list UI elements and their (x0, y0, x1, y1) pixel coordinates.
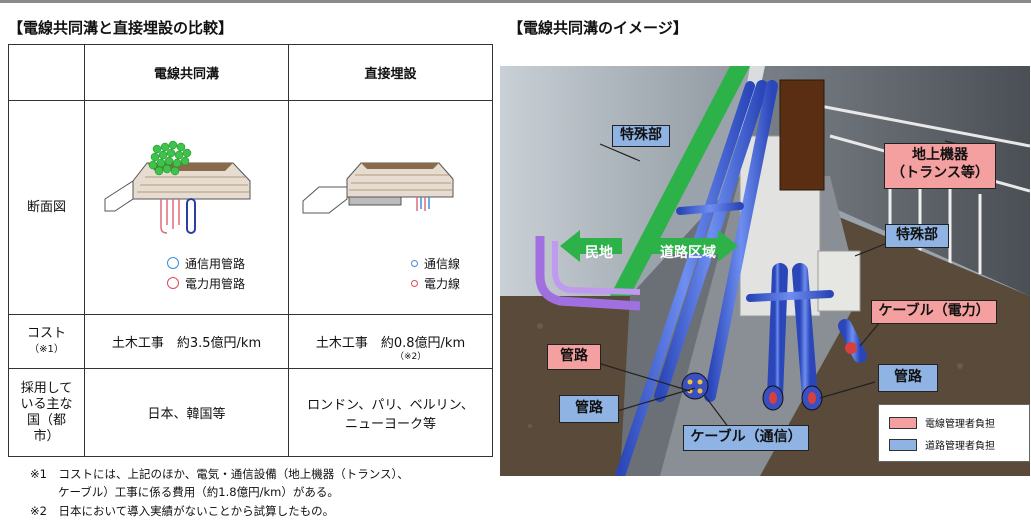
label-cable-power: ケーブル（電力） (871, 300, 997, 324)
cost-chokusetsu-cell: 土木工事 約0.8億円/km （※2） (288, 314, 493, 369)
row-header-adopt: 採用して いる主な 国（都 市） (8, 368, 85, 457)
label-doro-kuiki: 道路区域 (660, 245, 716, 261)
label-minchi: 民地 (585, 245, 613, 261)
footnote-1b: ケーブル）工事に係る費用（約1.8億円/km）がある。 (58, 485, 339, 499)
col-header-chokusetsu: 直接埋設 (288, 44, 493, 101)
adopt-chokusetsu: ロンドン、パリ、ベルリン、 ニューヨーク等 (288, 368, 493, 457)
row-header-cost: コスト （※1） (8, 314, 85, 369)
blue-circle-icon (167, 257, 179, 269)
legend-comm-line: 通信線 (411, 255, 460, 272)
label-cable-comm: ケーブル（通信） (683, 425, 809, 451)
legend-power-line: 電力線 (411, 275, 460, 292)
corner-cell (8, 44, 85, 101)
label-kanro-3: 管路 (878, 364, 938, 392)
label-chijo-kiki: 地上機器 （トランス等） (884, 143, 996, 189)
red-circle-icon (167, 277, 179, 289)
image-title: 【電線共同溝のイメージ】 (508, 19, 688, 37)
legend-row-denchu: 電線管理者負担 (889, 415, 995, 430)
cost-kyodo: 土木工事 約3.5億円/km (84, 314, 289, 369)
pink-swatch-icon (889, 417, 917, 429)
col-header-kyodo: 電線共同溝 (84, 44, 289, 101)
footnote-2: ※2 日本において導入実績がないことから試算したもの。 (30, 504, 335, 518)
top-rule (0, 0, 1031, 3)
image-legend: 電線管理者負担 道路管理者負担 (878, 404, 1030, 462)
kyodo-illustration (500, 66, 1030, 476)
cost-footnote-mark: （※2） (395, 352, 427, 362)
section-kyodo-svg (104, 140, 251, 234)
label-tokushubu-2: 特殊部 (885, 224, 949, 248)
legend-power-pipe: 電力用管路 (167, 275, 245, 292)
red-dot-icon (411, 280, 418, 287)
section-diagram-chokusetsu: 通信線 電力線 (288, 100, 493, 315)
label-kanro-1: 管路 (547, 344, 601, 370)
comparison-title: 【電線共同溝と直接埋設の比較】 (8, 19, 234, 37)
footnote-1a: ※1 コストには、上記のほか、電気・通信設備（地上機器（トランス）、 (30, 467, 409, 481)
section-diagram-kyodo: 通信用管路 電力用管路 (84, 100, 289, 315)
cost-chokusetsu: 土木工事 約0.8億円/km (315, 336, 466, 351)
section-chokusetsu-svg (302, 162, 454, 214)
label-kanro-2: 管路 (559, 395, 619, 423)
adopt-kyodo: 日本、韓国等 (84, 368, 289, 457)
blue-swatch-icon (889, 439, 917, 451)
row-header-section: 断面図 (8, 100, 85, 315)
comparison-table: 電線共同溝 直接埋設 断面図 (8, 44, 493, 457)
legend-comm-pipe: 通信用管路 (167, 255, 245, 272)
label-tokushubu-1: 特殊部 (612, 125, 670, 147)
legend-row-doro: 道路管理者負担 (889, 437, 995, 452)
blue-dot-icon (411, 260, 418, 267)
